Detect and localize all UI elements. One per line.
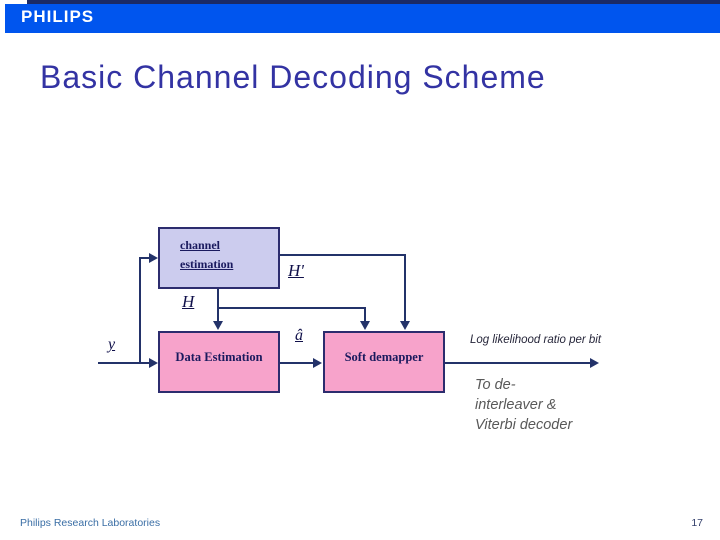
h-to-data-estimation-vline [217, 289, 219, 322]
log-likelihood-annotation: Log likelihood ratio per bit [470, 334, 602, 346]
input-y-line [98, 362, 150, 364]
h-prime-hline [280, 254, 406, 256]
h-prime-vline [404, 254, 406, 322]
branch-to-channel-estimation-hline [139, 257, 150, 259]
philips-logo: PHILIPS [21, 7, 95, 26]
h-label: H [182, 292, 195, 311]
h-prime-label: H' [288, 261, 304, 280]
branch-to-channel-estimation-vline [139, 257, 141, 364]
output-destination-annotation: To de- interleaver & Viterbi decoder [475, 377, 573, 433]
h-prime-arrowhead-icon [400, 321, 410, 330]
footer-organization: Philips Research Laboratories [20, 517, 161, 529]
a-hat-arrowhead-icon [313, 358, 322, 368]
input-y-label: y [108, 336, 116, 353]
h-branch-vline [364, 307, 366, 322]
slide-page-number: 17 [691, 517, 703, 529]
output-line [445, 362, 591, 364]
h-branch-hline [217, 307, 366, 309]
a-hat-line [280, 362, 314, 364]
h-branch-arrowhead-icon [360, 321, 370, 330]
output-arrowhead-icon [590, 358, 599, 368]
a-hat-label: â [295, 327, 303, 344]
branch-to-channel-estimation-arrowhead-icon [149, 253, 158, 263]
soft-demapper-box: Soft demapper [323, 331, 445, 393]
data-estimation-box: Data Estimation [158, 331, 280, 393]
slide-title: Basic Channel Decoding Scheme [40, 59, 546, 95]
input-y-arrowhead-icon [149, 358, 158, 368]
header-banner [5, 4, 720, 33]
top-accent-strip [27, 0, 720, 4]
h-to-data-estimation-arrowhead-icon [213, 321, 223, 330]
channel-estimation-box: channel estimation [158, 227, 280, 289]
